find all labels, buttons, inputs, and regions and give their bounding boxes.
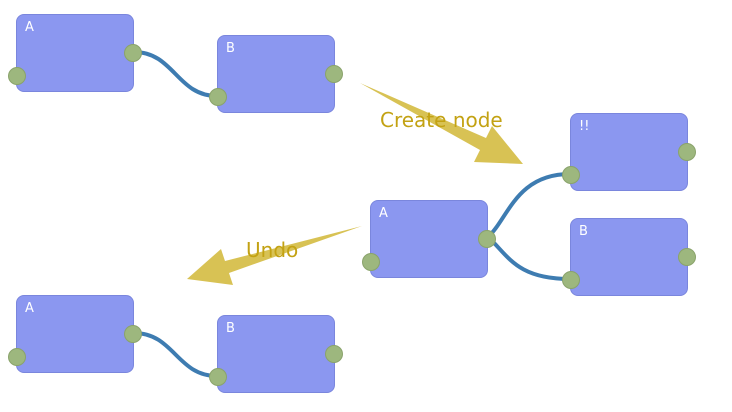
link-mid-a-to-new[interactable] bbox=[486, 172, 572, 239]
input-port[interactable] bbox=[562, 271, 580, 289]
node-label: A bbox=[25, 301, 34, 316]
node-label: A bbox=[379, 206, 388, 221]
link-top-a-to-b[interactable] bbox=[132, 50, 219, 98]
node-label: A bbox=[25, 20, 34, 35]
node-bottom-a[interactable]: A bbox=[8, 295, 142, 373]
output-port[interactable] bbox=[124, 325, 142, 343]
input-port[interactable] bbox=[209, 88, 227, 106]
create-node-arrow-icon bbox=[360, 83, 523, 164]
node-label: !! bbox=[579, 119, 590, 134]
output-port[interactable] bbox=[124, 44, 142, 62]
undo-annotation: Undo bbox=[246, 238, 299, 262]
node-mid-a[interactable]: A bbox=[362, 200, 496, 278]
input-port[interactable] bbox=[8, 67, 26, 85]
node-label: B bbox=[226, 321, 235, 336]
node-top-a[interactable]: A bbox=[8, 14, 142, 92]
node-mid-b[interactable]: B bbox=[562, 218, 696, 296]
input-port[interactable] bbox=[8, 348, 26, 366]
node-bottom-b[interactable]: B bbox=[209, 315, 343, 393]
node-label: B bbox=[579, 224, 588, 239]
output-port[interactable] bbox=[325, 65, 343, 83]
input-port[interactable] bbox=[562, 166, 580, 184]
output-port[interactable] bbox=[678, 248, 696, 266]
node-label: B bbox=[226, 41, 235, 56]
link-bottom-a-to-b[interactable] bbox=[132, 331, 219, 378]
output-port[interactable] bbox=[478, 230, 496, 248]
output-port[interactable] bbox=[678, 143, 696, 161]
undo-arrow-icon bbox=[187, 226, 362, 285]
create-node-annotation: Create node bbox=[380, 108, 503, 132]
node-mid-new[interactable]: !! bbox=[562, 113, 696, 191]
output-port[interactable] bbox=[325, 345, 343, 363]
input-port[interactable] bbox=[362, 253, 380, 271]
node-top-b[interactable]: B bbox=[209, 35, 343, 113]
input-port[interactable] bbox=[209, 368, 227, 386]
link-mid-a-to-b[interactable] bbox=[486, 235, 572, 281]
